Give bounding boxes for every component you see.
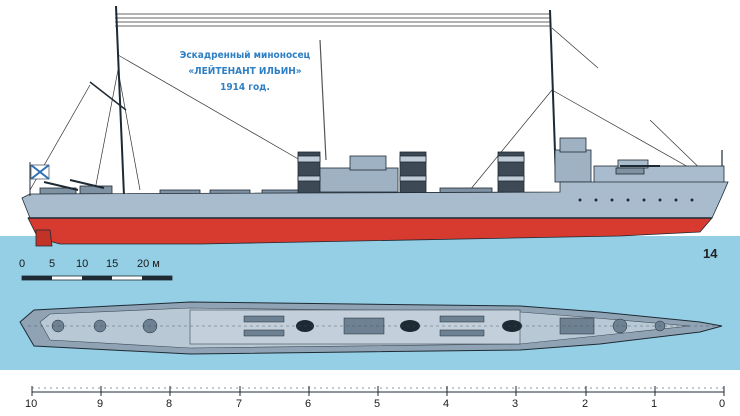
rigging-lines <box>29 13 721 191</box>
station-label: 5 <box>374 398 381 410</box>
funnel-2 <box>399 151 427 197</box>
plate-number: 14 <box>703 246 718 261</box>
scale-label: 0 <box>19 258 26 270</box>
station-label: 8 <box>166 398 173 410</box>
portholes <box>578 198 694 202</box>
station-label: 2 <box>582 398 589 410</box>
foremast <box>115 5 125 197</box>
scale-label: 20 м <box>137 258 160 270</box>
scale-label: 5 <box>49 258 56 270</box>
station-label: 4 <box>443 398 450 410</box>
ship-caption: Эскадренный миноносец «ЛЕЙТЕНАНТ ИЛЬИН» … <box>170 48 320 96</box>
station-label: 9 <box>97 398 104 410</box>
station-label: 10 <box>25 398 38 410</box>
caption-year: 1914 год. <box>220 82 270 93</box>
scale-label: 10 <box>76 258 89 270</box>
caption-type: Эскадренный миноносец <box>179 50 311 61</box>
scale-label: 15 <box>106 258 119 270</box>
plan-view <box>19 301 723 355</box>
station-label: 3 <box>512 398 519 410</box>
station-label: 6 <box>305 398 312 410</box>
caption-name: «ЛЕЙТЕНАНТ ИЛЬИН» <box>188 66 302 77</box>
station-scale-bar <box>31 386 725 396</box>
station-label: 1 <box>651 398 658 410</box>
metric-scale-bar <box>21 275 173 281</box>
station-label: 7 <box>236 398 243 410</box>
funnel-1 <box>297 151 321 197</box>
funnel-3 <box>497 151 525 197</box>
station-label: 0 <box>719 398 726 410</box>
side-profile <box>21 5 729 247</box>
naval-flag <box>29 162 50 196</box>
